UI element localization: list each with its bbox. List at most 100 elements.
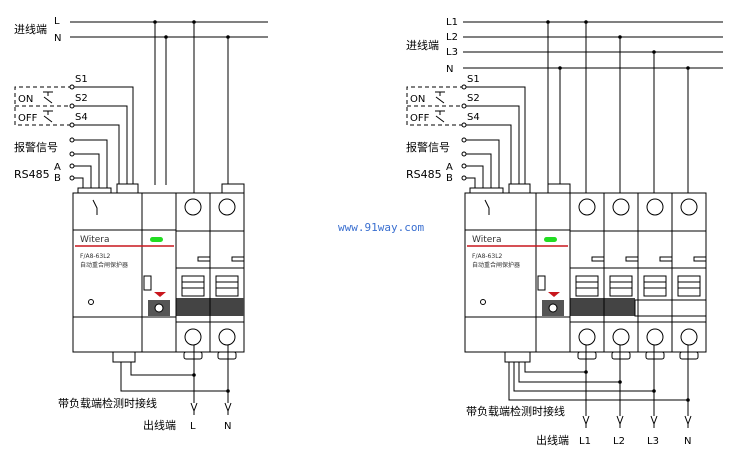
handle-knob-icon bbox=[548, 303, 558, 313]
pole-toggle bbox=[215, 275, 239, 297]
control-wire bbox=[74, 153, 100, 190]
line-label-l2: L2 bbox=[446, 32, 458, 43]
s4-label: S4 bbox=[467, 112, 480, 123]
control-wire bbox=[74, 86, 134, 185]
off-button-label: OFF bbox=[410, 113, 430, 124]
s1-label: S1 bbox=[75, 74, 88, 85]
brand-label: Witera bbox=[472, 235, 501, 245]
on-button-icon bbox=[435, 91, 445, 104]
bottom-screw-icon bbox=[612, 328, 630, 346]
drop-wires bbox=[546, 20, 690, 195]
load-detect-label: 带负载端检测时接线 bbox=[58, 396, 157, 410]
control-wire bbox=[466, 86, 526, 185]
s1-label: S1 bbox=[467, 74, 480, 85]
bottom-terminal bbox=[679, 351, 699, 360]
terminal-icon bbox=[69, 151, 75, 157]
bottom-terminal bbox=[645, 351, 665, 360]
line-label-l: L bbox=[54, 16, 60, 27]
terminal-icon bbox=[461, 122, 467, 128]
terminal-icon bbox=[461, 103, 467, 109]
reset-hole-icon bbox=[88, 299, 94, 305]
device-body bbox=[464, 192, 707, 353]
bottom-terminal bbox=[183, 351, 203, 360]
output-label-l: L bbox=[190, 421, 196, 432]
line-label-n: N bbox=[446, 64, 453, 75]
reset-hole-icon bbox=[480, 299, 486, 305]
pushbutton-box bbox=[14, 86, 72, 126]
pole-indicator bbox=[625, 256, 639, 262]
pole-indicator bbox=[231, 256, 245, 262]
handle-bar-light bbox=[634, 299, 707, 317]
top-screw-icon bbox=[578, 198, 596, 216]
load-detect-wires bbox=[504, 351, 690, 402]
incoming-label: 进线端 bbox=[406, 38, 439, 52]
terminal-icon bbox=[69, 163, 75, 169]
status-led bbox=[150, 237, 163, 242]
output-arrow-icon bbox=[224, 402, 232, 415]
bottom-terminal bbox=[217, 351, 237, 360]
output-arrow-icon bbox=[190, 402, 198, 415]
output-label-l3: L3 bbox=[647, 436, 659, 447]
arrow-indicator-icon bbox=[154, 292, 166, 297]
terminal-icon bbox=[461, 163, 467, 169]
terminal-icon bbox=[461, 151, 467, 157]
pole-toggle bbox=[609, 275, 633, 297]
dip-switch-icon bbox=[143, 275, 152, 291]
bottom-screw-icon bbox=[578, 328, 596, 346]
output-label-l1: L1 bbox=[579, 436, 591, 447]
rs485-b-label: B bbox=[54, 173, 61, 184]
terminal-icon bbox=[461, 137, 467, 143]
alarm-signal-label: 报警信号 bbox=[14, 140, 58, 154]
rs485-b-label: B bbox=[446, 173, 453, 184]
device-body bbox=[72, 192, 245, 353]
pole-toggle bbox=[181, 275, 205, 297]
control-wire bbox=[466, 124, 512, 185]
output-arrow-icon bbox=[684, 415, 692, 428]
outgoing-label: 出线端 bbox=[536, 433, 569, 447]
bottom-terminal bbox=[611, 351, 631, 360]
arrow-indicator-icon bbox=[548, 292, 560, 297]
incoming-label: 进线端 bbox=[14, 22, 47, 36]
internal-switch-icon bbox=[484, 199, 490, 215]
control-wire bbox=[74, 177, 84, 190]
on-button-label: ON bbox=[410, 94, 425, 105]
bottom-terminal bbox=[577, 351, 597, 360]
outgoing-label: 出线端 bbox=[143, 418, 176, 432]
bottom-screw-icon bbox=[218, 328, 236, 346]
status-led bbox=[544, 237, 557, 242]
pole-toggle bbox=[643, 275, 667, 297]
off-button-icon bbox=[435, 110, 445, 123]
control-wire bbox=[74, 105, 128, 185]
bottom-screw-icon bbox=[184, 328, 202, 346]
dip-switch-icon bbox=[537, 275, 546, 291]
single-phase-diagram: 进线端 L N S1 S2 S4 ON OFF 报警信号 RS485 A B W… bbox=[14, 16, 268, 432]
rs485-label: RS485 bbox=[406, 168, 442, 181]
on-button-label: ON bbox=[18, 94, 33, 105]
drop-wires bbox=[153, 20, 230, 195]
bottom-screw-icon bbox=[646, 328, 664, 346]
load-detect-label: 带负载端检测时接线 bbox=[466, 404, 565, 418]
bottom-screw-icon bbox=[680, 328, 698, 346]
output-label-n: N bbox=[684, 436, 691, 447]
output-arrow-icon bbox=[616, 415, 624, 428]
off-button-label: OFF bbox=[18, 113, 38, 124]
pole-toggle bbox=[575, 275, 599, 297]
control-wire bbox=[466, 153, 492, 190]
pole-toggle bbox=[677, 275, 701, 297]
terminal-icon bbox=[69, 122, 75, 128]
pole-indicator bbox=[197, 256, 211, 262]
internal-switch-icon bbox=[92, 199, 98, 215]
alarm-signal-label: 报警信号 bbox=[406, 140, 450, 154]
top-screw-icon bbox=[646, 198, 664, 216]
device-name-label: 自动重合闸保护器 bbox=[80, 261, 128, 269]
three-phase-diagram: 进线端 L1 L2 L3 N S1 S2 S4 ON OFF 报警信号 RS48… bbox=[406, 17, 723, 447]
watermark: www.91way.com bbox=[338, 221, 424, 234]
control-wire bbox=[466, 177, 476, 190]
off-button-icon bbox=[43, 110, 53, 123]
top-screw-icon bbox=[612, 198, 630, 216]
model-label: F/A8-63L2 bbox=[80, 253, 111, 260]
handle-bar bbox=[570, 298, 635, 316]
rs485-label: RS485 bbox=[14, 168, 50, 181]
control-wire bbox=[466, 105, 520, 185]
